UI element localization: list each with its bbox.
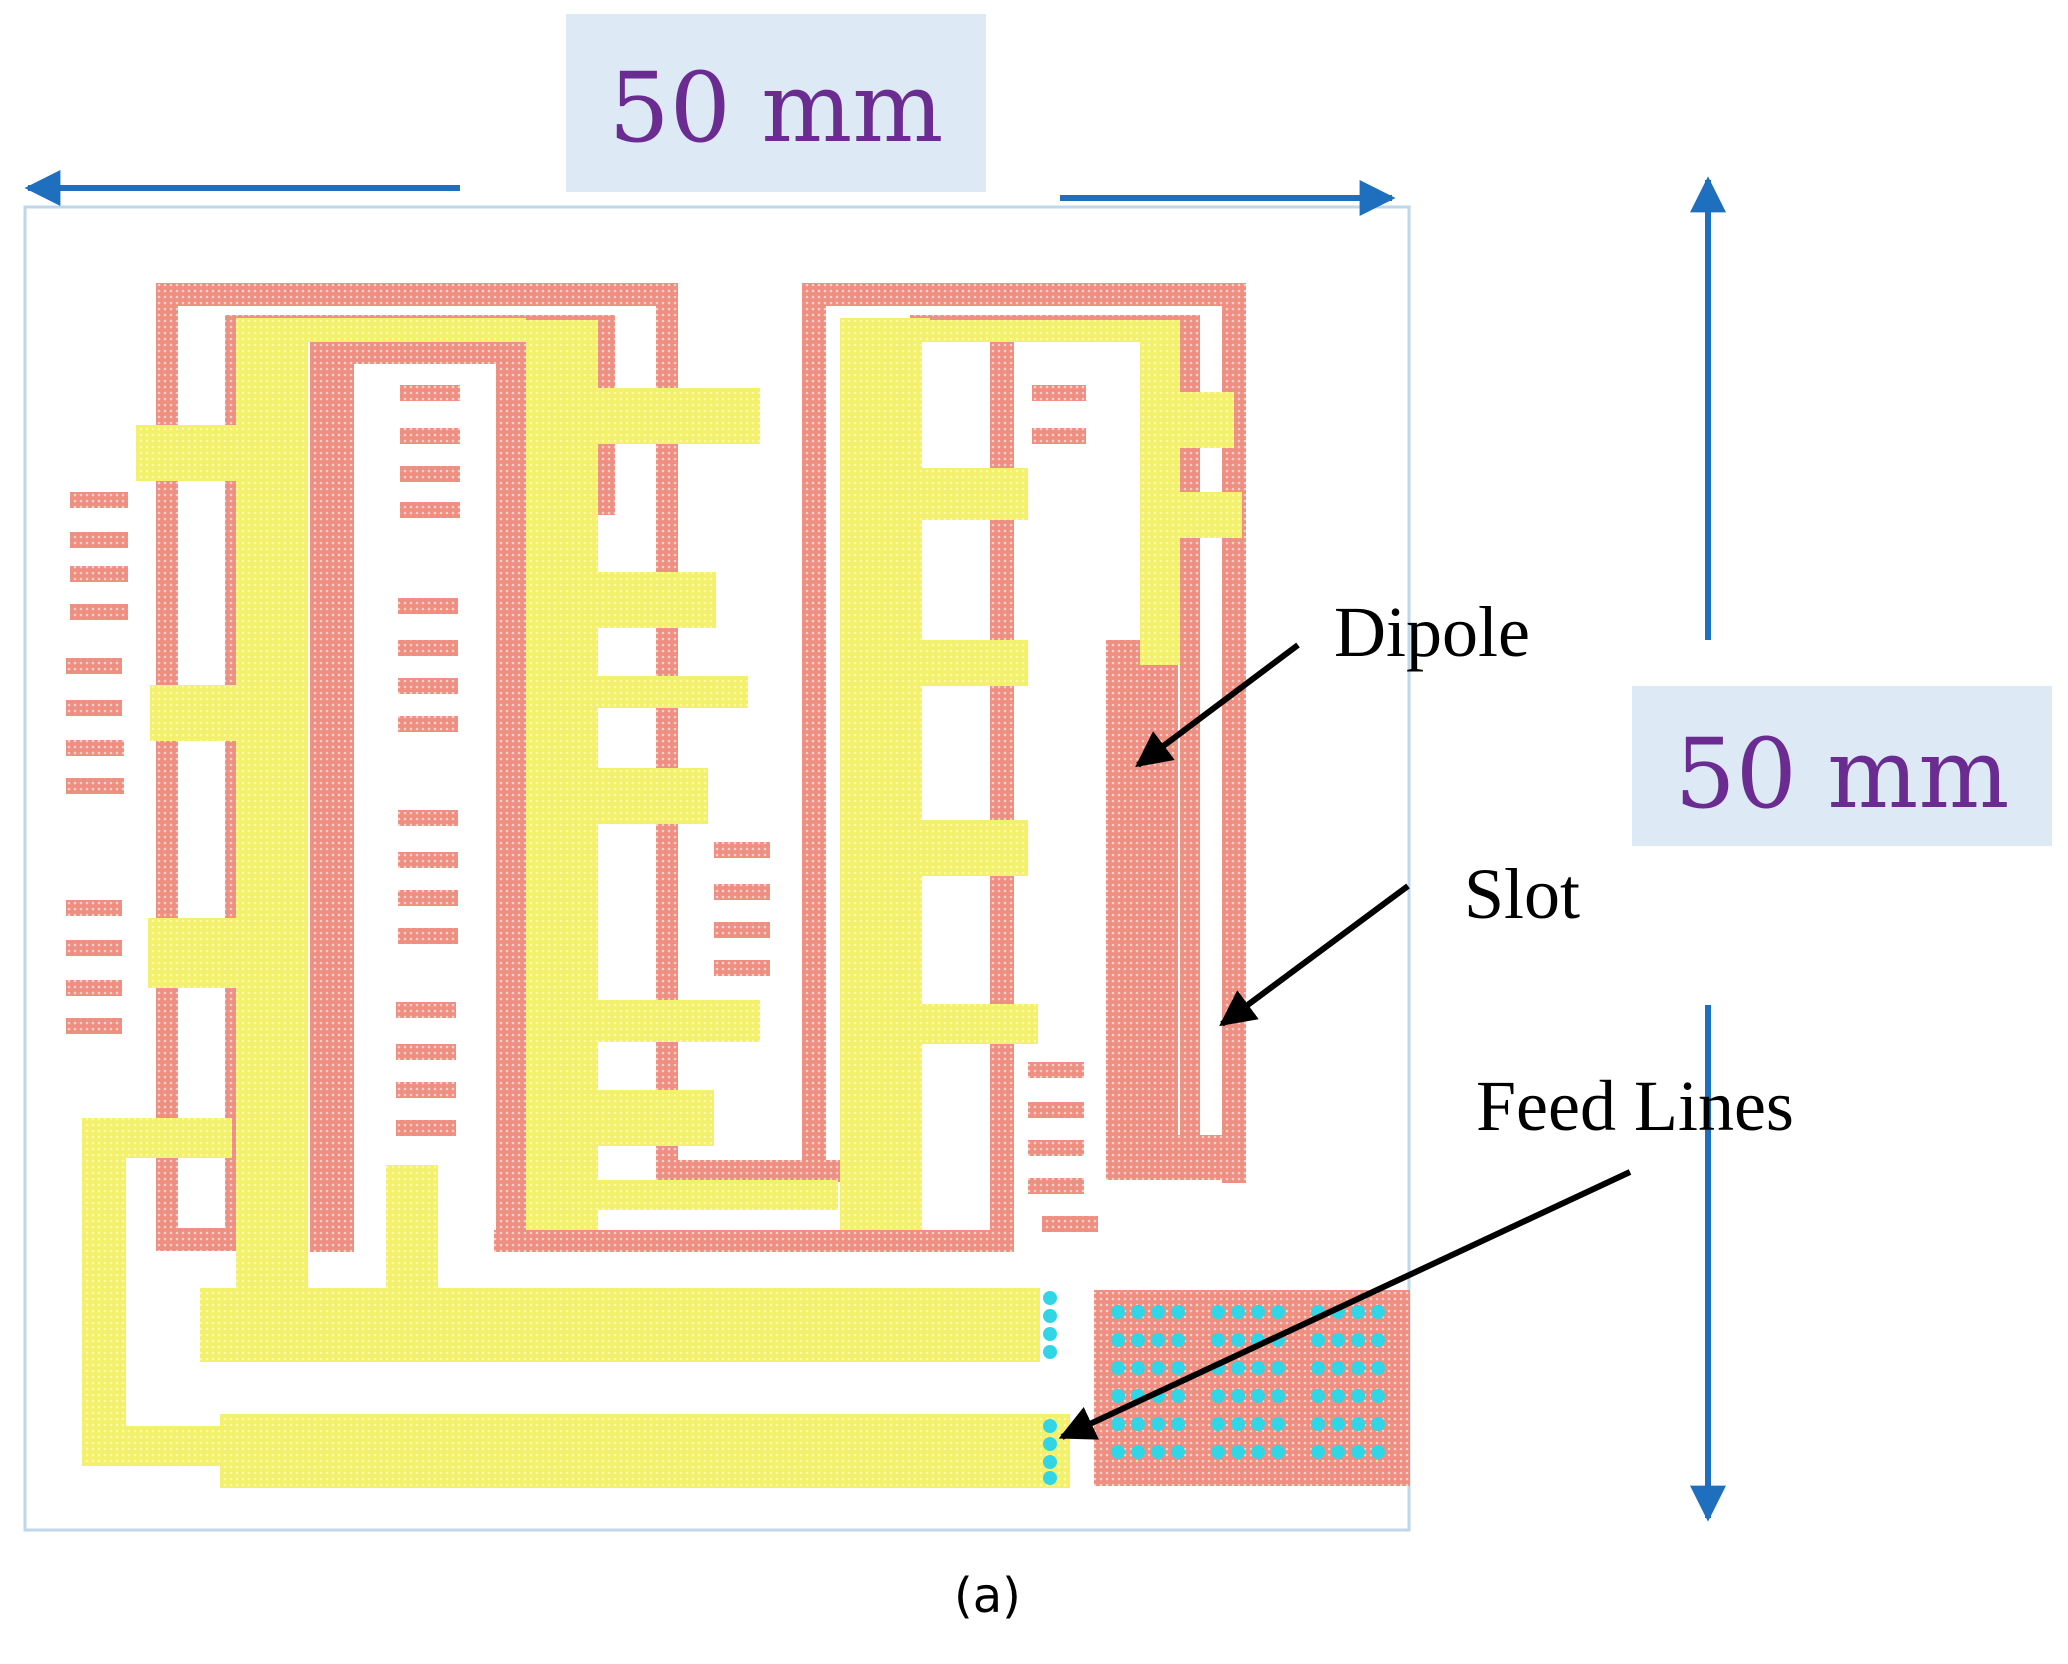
via-dot <box>1043 1291 1057 1305</box>
via-dot <box>1231 1445 1245 1459</box>
via-dot <box>1151 1305 1165 1319</box>
via-dot <box>1043 1345 1057 1359</box>
via-dot <box>1371 1333 1385 1347</box>
via-dot <box>1271 1361 1285 1375</box>
dipole-arrow <box>1135 642 1300 768</box>
slot-stubs <box>66 385 1098 1232</box>
via-dot <box>1211 1389 1225 1403</box>
via-dot <box>1043 1455 1057 1469</box>
feed-metal <box>82 318 1242 1488</box>
via-dot <box>1311 1389 1325 1403</box>
via-dot <box>1311 1445 1325 1459</box>
via-dot <box>1371 1417 1385 1431</box>
height-dimension-label: 50 mm <box>1674 718 2010 830</box>
via-dot <box>1331 1389 1345 1403</box>
via-dot <box>1043 1437 1057 1451</box>
figure-caption: (a) <box>954 1568 1021 1624</box>
via-dot <box>1271 1445 1285 1459</box>
slot-arrow <box>1219 883 1410 1027</box>
via-dot <box>1231 1417 1245 1431</box>
board-outline <box>23 205 1411 1532</box>
via-dot <box>1171 1389 1185 1403</box>
via-dot <box>1251 1305 1265 1319</box>
via-dot <box>1351 1445 1365 1459</box>
via-dot <box>1331 1333 1345 1347</box>
via-dot <box>1351 1389 1365 1403</box>
via-dot <box>1331 1417 1345 1431</box>
via-dot <box>1211 1417 1225 1431</box>
via-dot <box>1371 1389 1385 1403</box>
feed-lines-arrow <box>1058 1169 1632 1440</box>
via-dot <box>1131 1445 1145 1459</box>
via-dot <box>1043 1327 1057 1341</box>
via-dot <box>1211 1445 1225 1459</box>
width-dimension-box: 50 mm <box>566 14 986 192</box>
width-dimension-label: 50 mm <box>608 52 944 164</box>
dipole-label: Dipole <box>1334 592 1530 672</box>
via-dot <box>1111 1333 1125 1347</box>
via-dot <box>1351 1361 1365 1375</box>
via-dot <box>1043 1471 1057 1485</box>
via-dot <box>1331 1445 1345 1459</box>
via-dot <box>1251 1389 1265 1403</box>
via-dot <box>1151 1333 1165 1347</box>
via-dot <box>1251 1361 1265 1375</box>
via-dot <box>1231 1333 1245 1347</box>
slot-label: Slot <box>1464 854 1581 934</box>
via-dot <box>1231 1305 1245 1319</box>
via-dot <box>1251 1417 1265 1431</box>
via-dot <box>1111 1389 1125 1403</box>
via-dot <box>1131 1305 1145 1319</box>
via-dot <box>1311 1417 1325 1431</box>
via-dot <box>1151 1445 1165 1459</box>
via-dot <box>1043 1419 1057 1433</box>
via-dot <box>1171 1333 1185 1347</box>
via-dot <box>1111 1445 1125 1459</box>
via-dot <box>1151 1417 1165 1431</box>
via-dot <box>1211 1305 1225 1319</box>
via-dot <box>1271 1389 1285 1403</box>
via-dot <box>1111 1417 1125 1431</box>
via-dot <box>1131 1333 1145 1347</box>
via-dot <box>1371 1305 1385 1319</box>
via-dot <box>1131 1417 1145 1431</box>
via-dot <box>1271 1305 1285 1319</box>
via-dot <box>1351 1305 1365 1319</box>
via-dot <box>1351 1333 1365 1347</box>
via-dot <box>1171 1361 1185 1375</box>
via-dot <box>1311 1361 1325 1375</box>
via-dot <box>1251 1445 1265 1459</box>
via-dot <box>1351 1417 1365 1431</box>
via-dot <box>1171 1305 1185 1319</box>
via-dot <box>1211 1333 1225 1347</box>
via-dot <box>1271 1417 1285 1431</box>
via-dot <box>1131 1361 1145 1375</box>
via-dot <box>1043 1309 1057 1323</box>
via-dot <box>1231 1389 1245 1403</box>
via-dot <box>1111 1305 1125 1319</box>
via-array <box>1043 1291 1385 1485</box>
via-dot <box>1231 1361 1245 1375</box>
via-dot <box>1371 1361 1385 1375</box>
feed-lines-label: Feed Lines <box>1476 1066 1794 1146</box>
via-dot <box>1311 1333 1325 1347</box>
via-dot <box>1111 1361 1125 1375</box>
via-dot <box>1171 1417 1185 1431</box>
height-dimension-box: 50 mm <box>1632 686 2052 846</box>
via-dot <box>1151 1361 1165 1375</box>
via-dot <box>1371 1445 1385 1459</box>
via-dot <box>1171 1445 1185 1459</box>
via-dot <box>1331 1361 1345 1375</box>
